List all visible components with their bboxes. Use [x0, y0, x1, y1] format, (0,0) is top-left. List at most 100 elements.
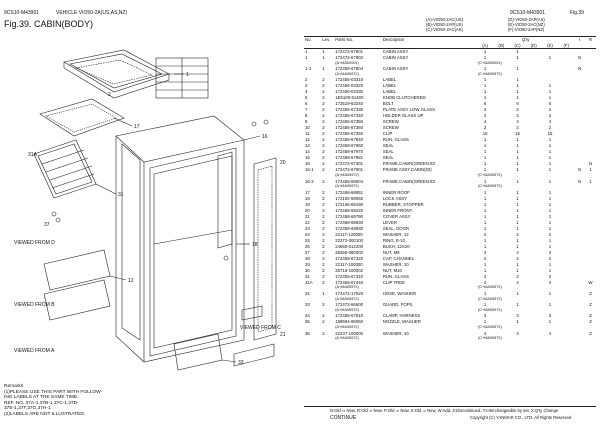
- qty-cell: 4: [516, 279, 519, 285]
- ref-no: 16: [305, 161, 310, 167]
- continue-label: CONTINUE: [330, 415, 357, 421]
- qty-col-e: (E): [547, 42, 553, 48]
- qty-cell: 1: [548, 219, 552, 225]
- qty-cell: 1: [483, 137, 487, 143]
- level: 2: [322, 207, 325, 213]
- level: 1: [322, 66, 325, 72]
- description: SEAL: [382, 149, 394, 155]
- level: 2: [322, 131, 325, 137]
- part-number: 172455-67440: [335, 279, 363, 285]
- qty-cell: 1: [483, 201, 487, 207]
- qty-cell: 15: [515, 131, 520, 137]
- description: WASHER, 12: [382, 231, 409, 237]
- model-b: (B)-VIO50-2AP(US): [426, 22, 463, 27]
- description: SCREW: [382, 119, 399, 125]
- remarks-heading: Remarks: [4, 384, 24, 389]
- level: 1: [322, 49, 325, 55]
- level: 2: [322, 261, 325, 267]
- qty-cell: 1: [516, 167, 519, 173]
- ref-no: 18: [305, 195, 310, 201]
- qty-cell: 1: [548, 207, 552, 213]
- qty-cell: 4: [548, 330, 552, 336]
- part-number: 22117-100000: [335, 261, 363, 267]
- qty-cell: 1: [548, 261, 552, 267]
- description: NUT, M10: [382, 267, 402, 273]
- qty-cell: 2: [516, 107, 519, 113]
- level: 2: [322, 101, 325, 107]
- serial-range-left: (A+MA05972): [335, 336, 359, 341]
- qty-cell: 6: [483, 101, 487, 107]
- parts-table: No. Lev. Parts No. Description Q'ty I R …: [304, 36, 596, 341]
- part-number: 172455-67910: [335, 313, 363, 319]
- callout-37: 37: [44, 222, 50, 228]
- remark-flag: Z: [589, 302, 592, 308]
- qty-cell: 1: [548, 225, 552, 231]
- part-number: 22272-000100: [335, 237, 363, 243]
- description: LOCK ASSY: [382, 195, 407, 201]
- remark-flag: Z: [589, 330, 592, 336]
- ref-no: 30: [305, 267, 310, 273]
- qty-cell: 1: [483, 243, 487, 249]
- qty-cell: 1: [483, 83, 487, 89]
- qty-cell: 1: [483, 167, 487, 173]
- qty-cell: 1: [516, 225, 519, 231]
- part-number: 172458-67804: [335, 66, 363, 72]
- part-number: 172472-67902: [335, 54, 363, 60]
- qty-col-a: (A): [482, 42, 488, 48]
- qty-cell: 1: [548, 189, 552, 195]
- level: 2: [322, 219, 325, 225]
- qty-cell: 1: [516, 261, 519, 267]
- qty-cell: 1: [483, 95, 487, 101]
- level: 2: [322, 231, 325, 237]
- table-subrow: (A+MA00001)(C+MA00001): [304, 61, 596, 66]
- description: CLIP TREE: [382, 279, 405, 285]
- remarks-line-3: REF. NO. 37A-1,37B-1,37C-1,37D-: [4, 400, 79, 406]
- callout-17: 17: [134, 124, 140, 130]
- qty-cell: 1: [516, 219, 519, 225]
- model-c: (C)-VIO50-2AC(AS): [426, 27, 463, 32]
- qty-cell: 1: [548, 237, 552, 243]
- level: 2: [322, 83, 325, 89]
- level: 2: [322, 237, 325, 243]
- copyright: Copyright (C) YANMAR CO., LTD. All Right…: [470, 415, 573, 420]
- fig-number-right: Fig.39: [570, 10, 584, 16]
- qty-cell: 1: [483, 161, 487, 167]
- qty-cell: 1: [483, 77, 487, 83]
- part-number: 22117-120000: [335, 231, 363, 237]
- serial-range-right: (C+MA05972): [477, 184, 502, 189]
- part-number: 172458-69220: [335, 207, 363, 213]
- callout-1: 1: [186, 72, 189, 78]
- qty-cell: 4: [516, 249, 519, 255]
- qty-cell: 4: [483, 249, 487, 255]
- callout-31a: 31A: [28, 152, 38, 158]
- qty-cell: 1: [548, 161, 552, 167]
- qty-cell: 1: [516, 319, 519, 325]
- description: KNOB CLUTCHERED: [382, 95, 426, 101]
- qty-cell: 1: [548, 137, 552, 143]
- serial-range-right: (C+MA05972): [477, 296, 502, 301]
- part-number: 172455-67310: [335, 273, 363, 279]
- qty-cell: 2: [548, 273, 552, 279]
- part-number: 172458-69930: [335, 225, 363, 231]
- level: 2: [322, 319, 325, 325]
- qty-cell: 3: [483, 313, 487, 319]
- serial-range-left: (A+MA05972): [335, 307, 359, 312]
- serial-range-left: (A+MA05972): [335, 324, 359, 329]
- qty-cell: 1: [548, 54, 552, 60]
- viewed-from-a: VIEWED FROM A: [14, 348, 55, 354]
- remarks-line-2: ING LABELS AT THE SAME TIME.: [4, 395, 79, 401]
- col-description: Description: [382, 37, 405, 43]
- ref-no: 34: [305, 313, 310, 319]
- qty-cell: 1: [483, 49, 487, 55]
- part-number: 198694-88060: [335, 319, 363, 325]
- part-number: 172458-67981: [335, 155, 363, 161]
